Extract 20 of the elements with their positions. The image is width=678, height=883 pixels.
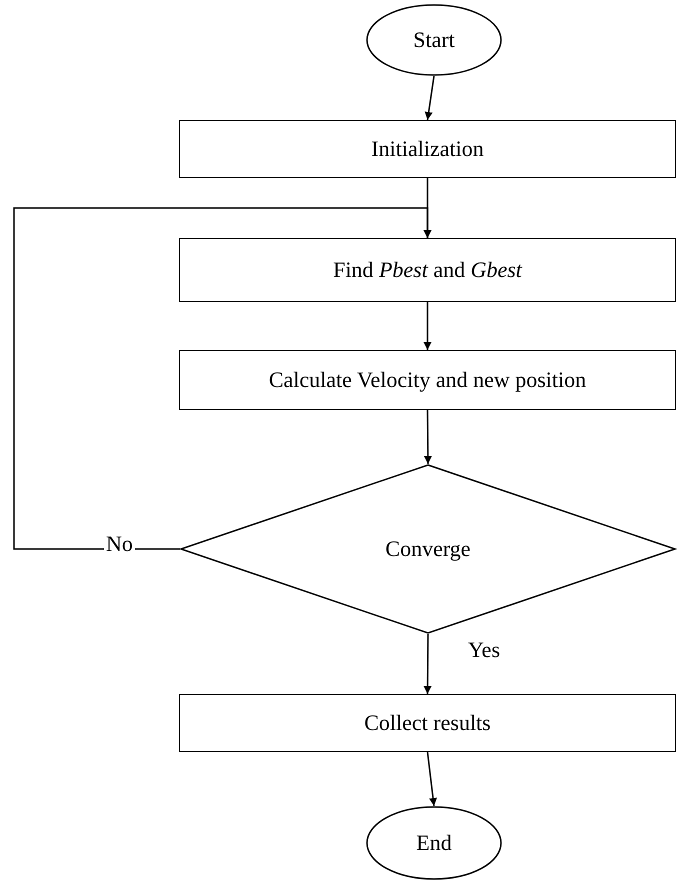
process-box	[179, 694, 676, 752]
arrow	[424, 634, 432, 694]
node-label: Initialization	[371, 136, 484, 162]
process-box	[179, 120, 676, 178]
node-label: Find Pbest and Gbest	[333, 257, 522, 283]
terminator-oval	[366, 806, 502, 880]
terminator-oval	[366, 4, 502, 76]
process-box	[179, 238, 676, 302]
process-box	[179, 350, 676, 410]
node-label: End	[416, 830, 452, 856]
arrow	[426, 752, 438, 806]
node-label: Collect results	[364, 710, 491, 736]
node-label: Calculate Velocity and new position	[268, 367, 586, 393]
arrow	[424, 302, 432, 350]
arrow	[424, 76, 435, 120]
decision-diamond	[180, 464, 676, 634]
arrow	[13, 207, 432, 550]
node-label: Converge	[385, 536, 471, 562]
arrow	[424, 410, 432, 464]
node-label: Start	[413, 27, 455, 53]
